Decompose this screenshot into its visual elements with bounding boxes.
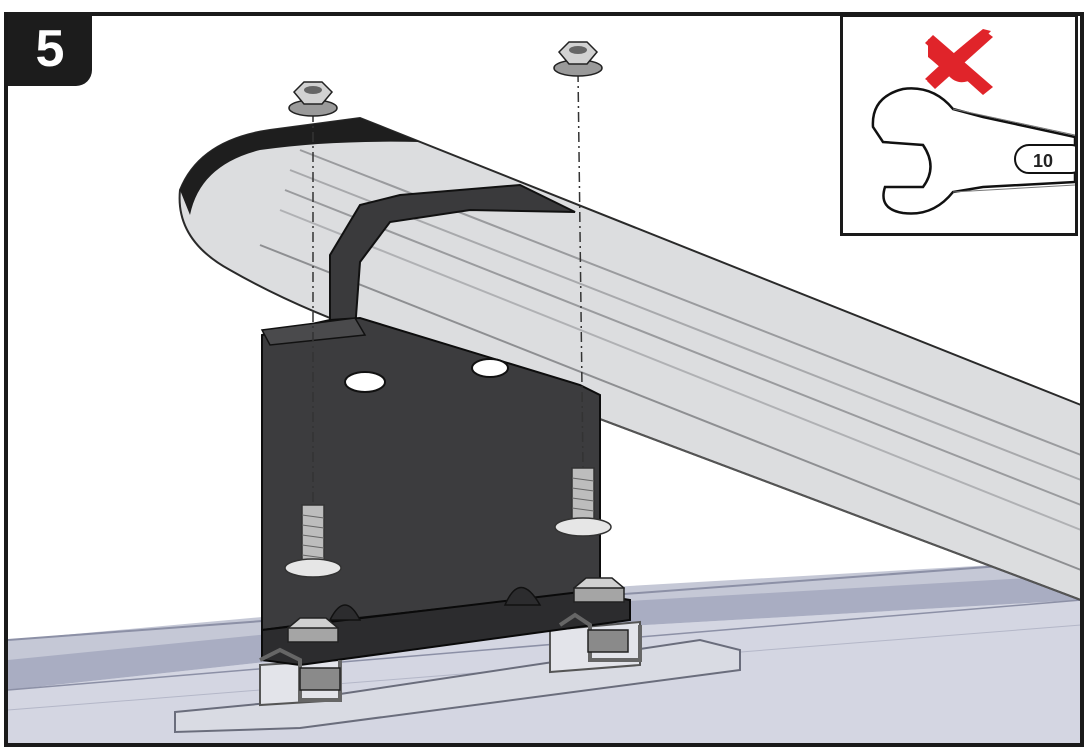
mounting-bracket <box>260 316 631 667</box>
diagram-border <box>4 12 1084 747</box>
lower-hex-nut <box>572 577 626 603</box>
alignment-line <box>312 71 584 505</box>
wrench-size-label: 10 <box>1033 151 1053 171</box>
flange-nut <box>288 81 338 117</box>
carriage-bolt <box>284 504 342 578</box>
lower-hex-nut <box>286 617 340 643</box>
slot-hole <box>471 358 509 378</box>
rail-clamp <box>558 612 642 662</box>
wrench-illustration: 10 <box>871 29 1086 215</box>
slot-hole <box>344 371 386 393</box>
rail-clamp <box>259 647 342 702</box>
wrench-icon: 10 <box>871 87 1086 215</box>
carriage-bolt <box>554 467 612 537</box>
tool-warning-inset: 10 <box>840 14 1086 236</box>
prohibited-cross-icon <box>925 29 993 95</box>
flange-nut <box>553 41 603 77</box>
step-number-badge: 5 <box>8 12 92 86</box>
step-number: 5 <box>35 20 65 78</box>
